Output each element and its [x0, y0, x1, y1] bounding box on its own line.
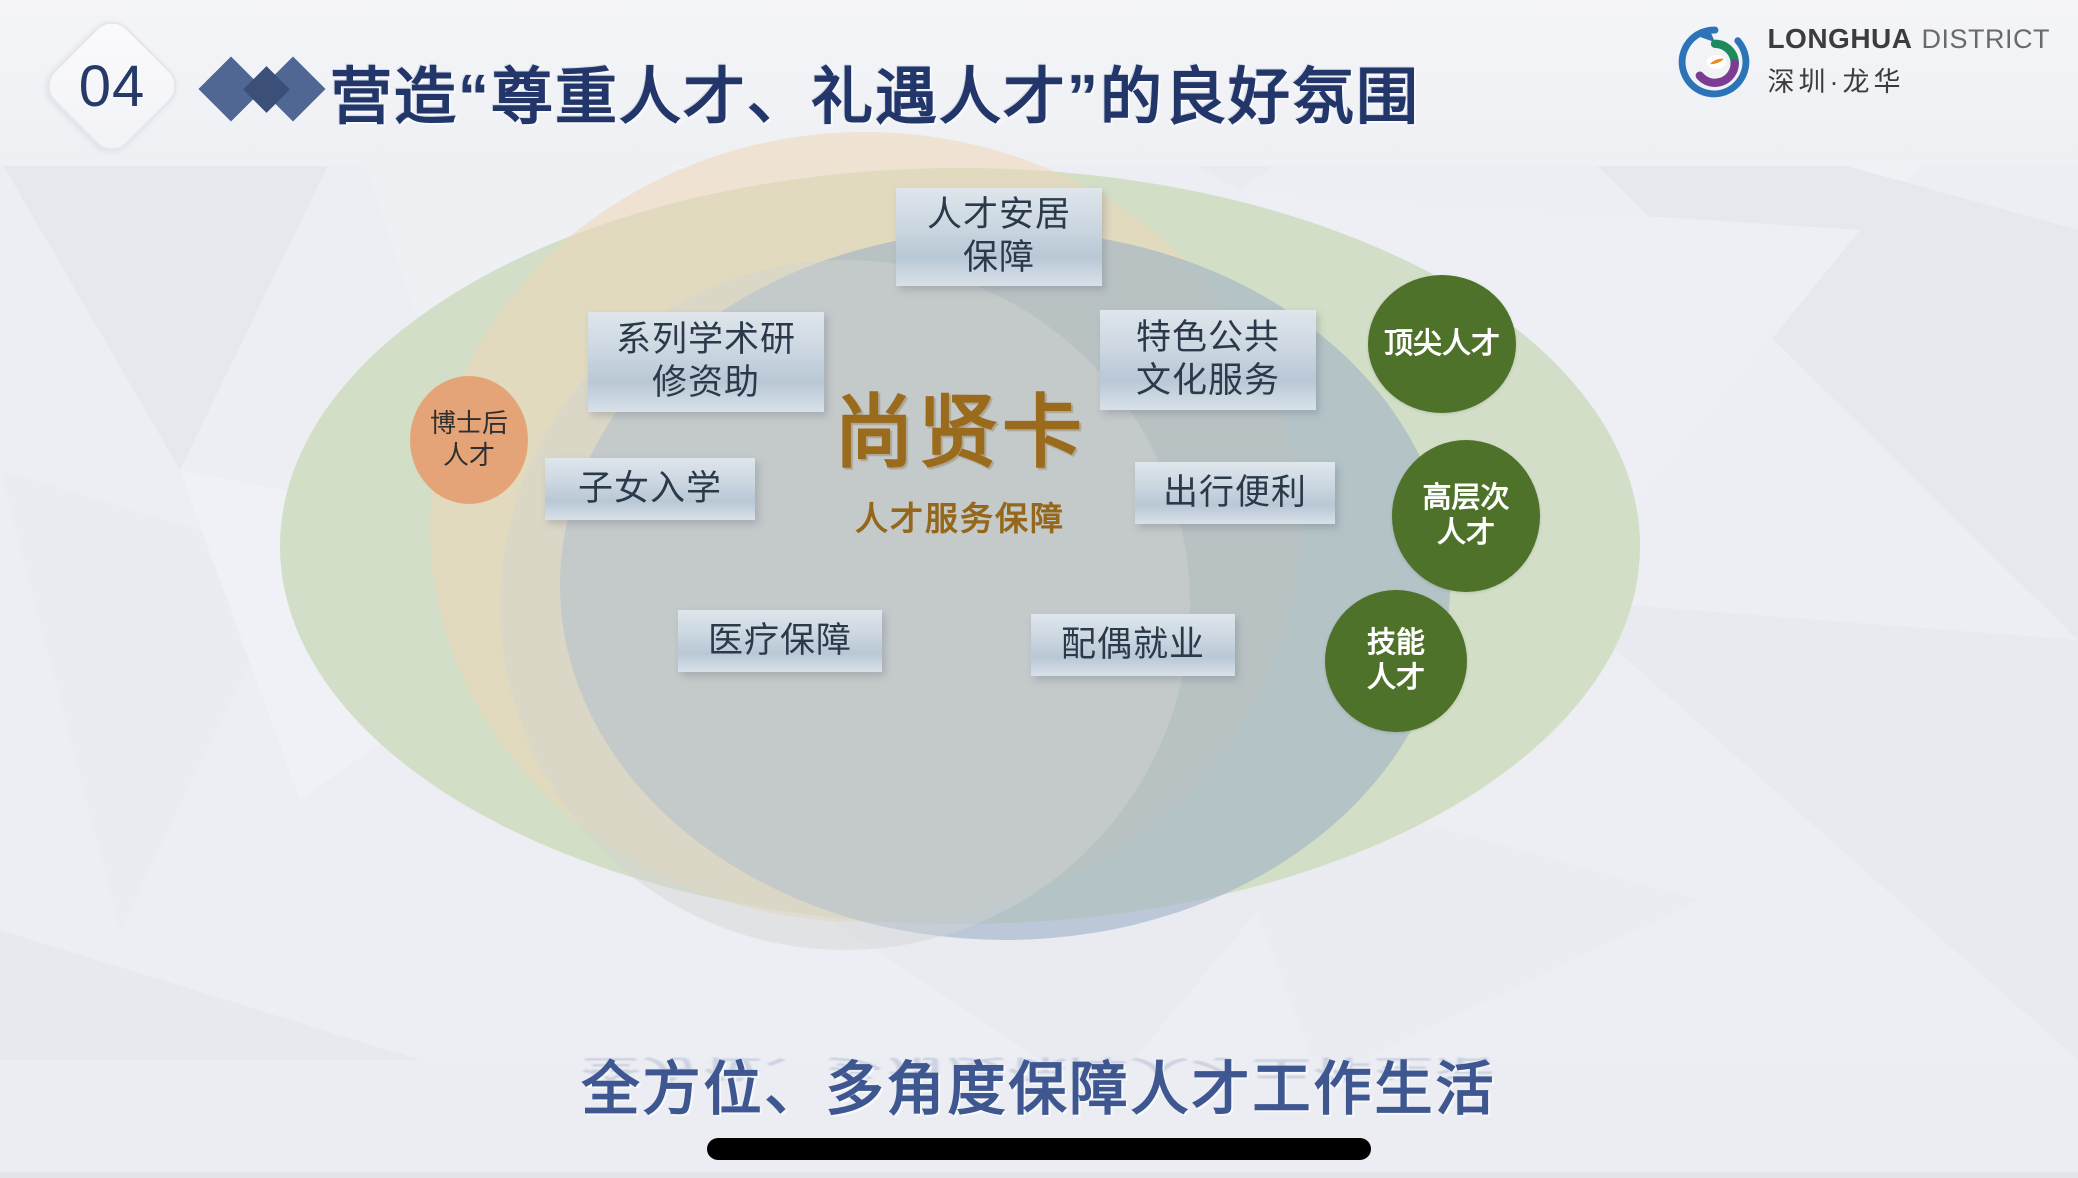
service-box-housing-label: 人才安居 保障: [926, 195, 1071, 277]
logo-name-cn: 深圳·龙华: [1767, 67, 1905, 97]
service-box-spouse[interactable]: 配偶就业: [1031, 614, 1235, 676]
logo-name-en-light: DISTRICT: [1921, 24, 2050, 54]
video-progress-bar[interactable]: [707, 1138, 1371, 1160]
skilled-talent-label: 技能 人才: [1366, 627, 1425, 694]
service-box-academic[interactable]: 系列学术研 修资助: [588, 312, 824, 412]
service-box-travel-label: 出行便利: [1162, 472, 1307, 512]
top-talent-label: 顶尖人才: [1383, 327, 1500, 360]
slide-header: 04 营造“尊重人才、礼遇人才”的良好氛围 LONGHUA DISTRICT: [0, 0, 2078, 166]
high-level-talent-label: 高层次 人才: [1422, 482, 1510, 549]
service-box-culture-label: 特色公共 文化服务: [1135, 318, 1280, 400]
diagram-center: 尚贤卡 人才服务保障: [790, 392, 1130, 540]
postdoc-talent-circle[interactable]: 博士后 人才: [410, 376, 528, 504]
service-box-medical[interactable]: 医疗保障: [678, 610, 882, 672]
footer-caption: 全方位、多角度保障人才工作生活: [581, 1057, 1497, 1122]
center-title: 尚贤卡: [834, 388, 1086, 477]
service-box-spouse-label: 配偶就业: [1060, 624, 1205, 664]
section-number: 04: [78, 53, 146, 119]
service-box-schooling-label: 子女入学: [577, 468, 722, 508]
longhua-district-logo-icon: [1679, 26, 1750, 98]
service-box-academic-label: 系列学术研 修资助: [615, 320, 796, 402]
page-title: 营造“尊重人才、礼遇人才”的良好氛围: [330, 63, 1421, 132]
service-box-culture[interactable]: 特色公共 文化服务: [1100, 310, 1316, 410]
high-level-talent-circle[interactable]: 高层次 人才: [1392, 440, 1540, 592]
center-subtitle: 人才服务保障: [855, 499, 1065, 537]
talent-service-venn-diagram: 博士后 人才 顶尖人才 高层次 人才 技能 人才 人才安居 保障: [0, 120, 2078, 950]
logo-name-en-bold: LONGHUA: [1767, 23, 1913, 54]
skilled-talent-circle[interactable]: 技能 人才: [1325, 590, 1467, 732]
service-box-medical-label: 医疗保障: [707, 620, 852, 660]
top-talent-circle[interactable]: 顶尖人才: [1368, 275, 1516, 413]
service-box-travel[interactable]: 出行便利: [1135, 462, 1335, 524]
diamond-bullet-icon: [198, 56, 326, 122]
footer-divider: [0, 1172, 2078, 1178]
postdoc-talent-label: 博士后 人才: [429, 408, 508, 470]
longhua-district-logo: LONGHUA DISTRICT 深圳·龙华: [1677, 24, 2050, 100]
service-box-housing[interactable]: 人才安居 保障: [896, 188, 1102, 286]
service-box-schooling[interactable]: 子女入学: [545, 458, 755, 520]
header-background: [0, 0, 2078, 166]
